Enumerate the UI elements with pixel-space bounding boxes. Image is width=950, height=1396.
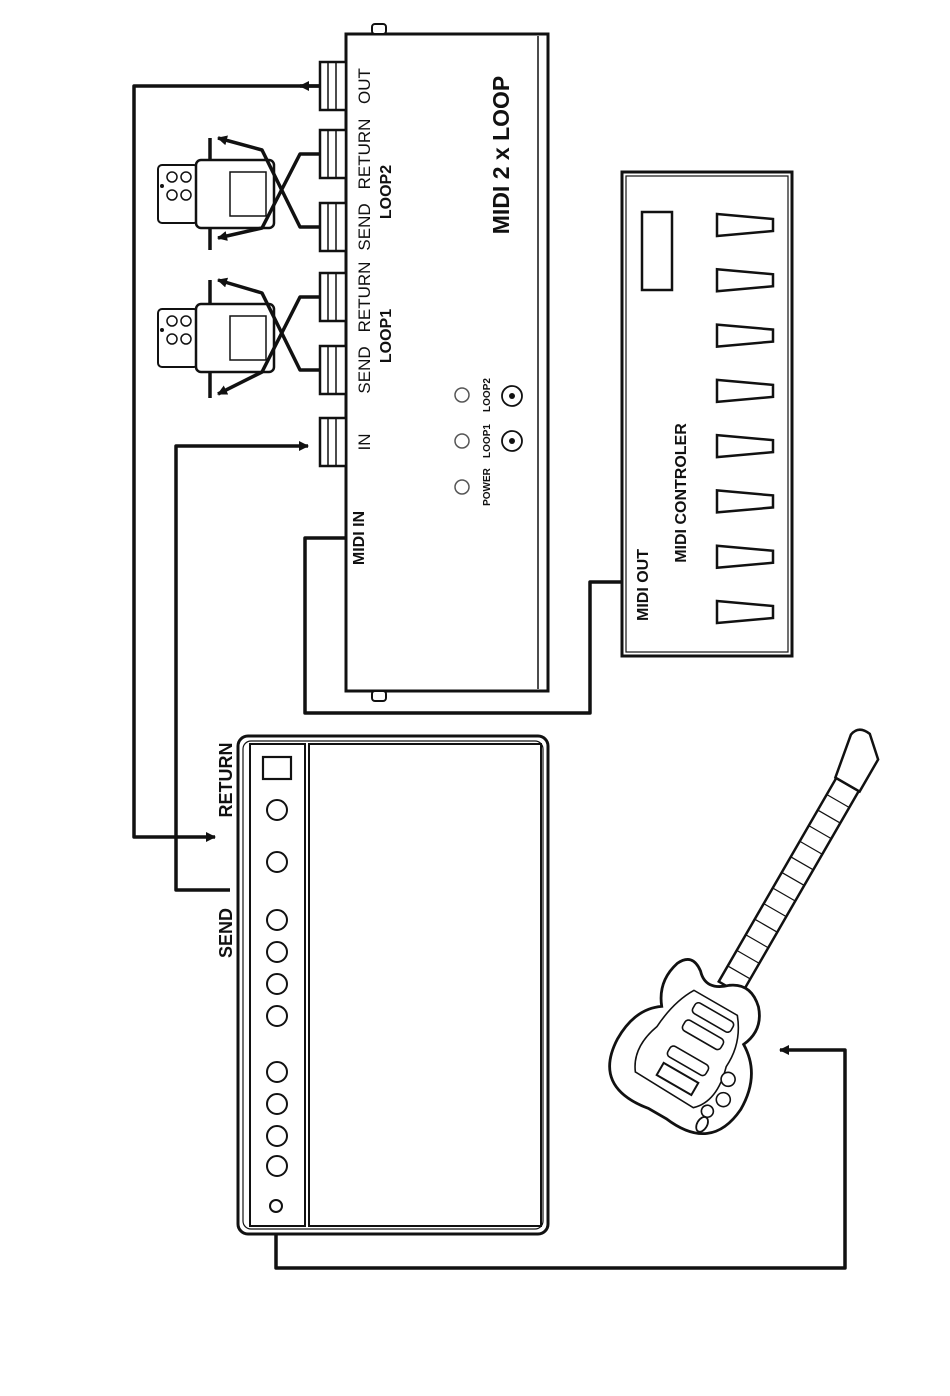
led-power: [455, 480, 469, 494]
amp-power-switch[interactable]: [263, 757, 291, 779]
label-led-loop1: LOOP1: [482, 424, 493, 458]
amp-knob[interactable]: [267, 910, 287, 930]
jack-loop1-return[interactable]: [320, 273, 346, 321]
amplifier: SEND RETURN: [216, 736, 548, 1234]
amp-knob[interactable]: [267, 974, 287, 994]
label-midi-in: MIDI IN: [351, 511, 368, 565]
controller-footswitch[interactable]: [717, 435, 773, 457]
controller-name: MIDI CONTROLER: [673, 423, 690, 563]
jack-out[interactable]: [320, 62, 346, 110]
led-loop1: [455, 434, 469, 448]
controller-footswitch[interactable]: [717, 601, 773, 623]
jack-loop1-send[interactable]: [320, 346, 346, 394]
label-led-power: POWER: [482, 467, 493, 506]
amp-knob[interactable]: [267, 1156, 287, 1176]
amp-knob[interactable]: [267, 1062, 287, 1082]
amp-knob[interactable]: [267, 942, 287, 962]
jack-loop2-send[interactable]: [320, 203, 346, 251]
label-out: OUT: [355, 68, 374, 104]
label-amp-return: RETURN: [216, 743, 236, 818]
footswitch-loop2[interactable]: [502, 386, 522, 406]
controller-footswitch[interactable]: [717, 546, 773, 568]
guitar-neck: [719, 778, 859, 995]
loop-switcher-body: [346, 34, 548, 691]
amp-knob[interactable]: [267, 800, 287, 820]
controller-footswitch[interactable]: [717, 380, 773, 402]
controller-footswitch[interactable]: [717, 269, 773, 291]
loop-switcher-title: MIDI 2 x LOOP: [488, 76, 514, 234]
label-amp-send: SEND: [216, 908, 236, 958]
loop-switcher-unit: OUT RETURN SEND RETURN SEND IN LOOP2 LOO…: [320, 24, 548, 701]
controller-display: [642, 212, 672, 290]
midi-controller: MIDI OUT MIDI CONTROLER: [622, 172, 792, 656]
label-led-loop2: LOOP2: [482, 378, 493, 412]
label-loop2-return: RETURN: [355, 119, 374, 190]
label-in: IN: [355, 434, 374, 451]
amp-knob[interactable]: [267, 1126, 287, 1146]
controller-footswitch[interactable]: [717, 214, 773, 236]
footswitch-loop1[interactable]: [502, 431, 522, 451]
amp-knob[interactable]: [267, 852, 287, 872]
amp-knob[interactable]: [267, 1094, 287, 1114]
label-loop2: LOOP2: [378, 165, 395, 219]
label-loop2-send: SEND: [355, 203, 374, 250]
amp-knob[interactable]: [267, 1006, 287, 1026]
controller-footswitch[interactable]: [717, 490, 773, 512]
label-loop1-return: RETURN: [355, 262, 374, 333]
jack-in[interactable]: [320, 418, 346, 466]
label-loop1: LOOP1: [378, 309, 395, 363]
controller-footswitch[interactable]: [717, 325, 773, 347]
effect-pedal-loop2: [158, 160, 274, 228]
led-loop2: [455, 388, 469, 402]
jack-loop2-return[interactable]: [320, 130, 346, 178]
effect-pedal-loop1: [158, 304, 274, 372]
label-midi-out: MIDI OUT: [635, 549, 652, 621]
label-loop1-send: SEND: [355, 346, 374, 393]
electric-guitar: [594, 701, 935, 1150]
amp-input-jack[interactable]: [270, 1200, 282, 1212]
